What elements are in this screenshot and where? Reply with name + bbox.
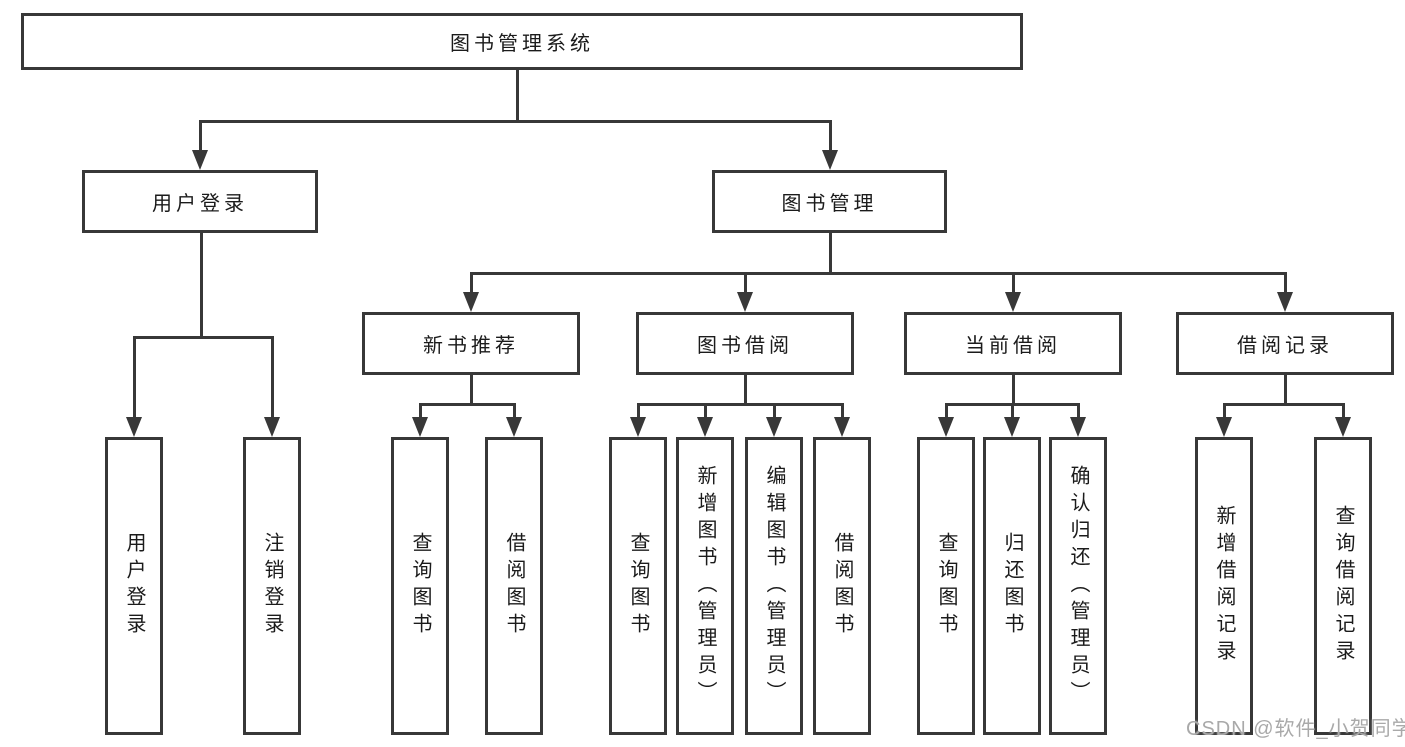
connector-line <box>1284 272 1287 293</box>
leaf-logout: 注销登录 <box>243 437 301 735</box>
leaf-user-login: 用户登录 <box>105 437 163 735</box>
node-book-management: 图书管理 <box>712 170 947 233</box>
leaf-label: 新增借阅记录 <box>1213 505 1235 667</box>
leaf-label: 查询图书 <box>935 532 957 640</box>
arrow-down-icon <box>938 417 954 437</box>
connector-line <box>829 120 832 151</box>
connector-line <box>199 120 202 151</box>
connector-line <box>1011 403 1014 418</box>
leaf-label: 查询借阅记录 <box>1332 505 1354 667</box>
connector-line <box>470 272 1287 275</box>
arrow-down-icon <box>1335 417 1351 437</box>
arrow-down-icon <box>1216 417 1232 437</box>
arrow-down-icon <box>1070 417 1086 437</box>
leaf-label: 注销登录 <box>261 532 283 640</box>
leaf-label: 借阅图书 <box>831 532 853 640</box>
connector-line <box>841 403 844 418</box>
leaf-recommend-query-book: 查询图书 <box>391 437 449 735</box>
node-user-login: 用户登录 <box>82 170 318 233</box>
leaf-label: 编辑图书（管理员） <box>763 464 785 708</box>
connector-line <box>945 403 948 418</box>
connector-line <box>271 336 274 418</box>
leaf-borrow-query-book: 查询图书 <box>609 437 667 735</box>
leaf-label: 新增图书（管理员） <box>694 464 716 708</box>
arrow-down-icon <box>1277 292 1293 312</box>
connector-line <box>1077 403 1080 418</box>
connector-line <box>1342 403 1345 418</box>
connector-line <box>744 375 747 406</box>
leaf-label: 确认归还（管理员） <box>1067 464 1089 708</box>
node-borrow-records: 借阅记录 <box>1176 312 1394 375</box>
connector-line <box>829 233 832 275</box>
leaf-label: 归还图书 <box>1001 532 1023 640</box>
leaf-label: 用户登录 <box>123 532 145 640</box>
arrow-down-icon <box>697 417 713 437</box>
connector-line <box>133 336 136 418</box>
arrow-down-icon <box>1005 292 1021 312</box>
arrow-down-icon <box>192 150 208 170</box>
arrow-down-icon <box>737 292 753 312</box>
leaf-current-return-book: 归还图书 <box>983 437 1041 735</box>
arrow-down-icon <box>412 417 428 437</box>
connector-line <box>200 233 203 339</box>
connector-line <box>419 403 422 418</box>
leaf-records-query-record: 查询借阅记录 <box>1314 437 1372 735</box>
connector-line <box>637 403 844 406</box>
arrow-down-icon <box>1004 417 1020 437</box>
connector-line <box>744 272 747 293</box>
arrow-down-icon <box>463 292 479 312</box>
leaf-label: 查询图书 <box>409 532 431 640</box>
connector-line <box>133 336 274 339</box>
arrow-down-icon <box>630 417 646 437</box>
connector-line <box>470 375 473 406</box>
leaf-records-add-record: 新增借阅记录 <box>1195 437 1253 735</box>
leaf-current-query-book: 查询图书 <box>917 437 975 735</box>
leaf-current-confirm-return-admin: 确认归还（管理员） <box>1049 437 1107 735</box>
arrow-down-icon <box>766 417 782 437</box>
arrow-down-icon <box>506 417 522 437</box>
arrow-down-icon <box>834 417 850 437</box>
connector-line <box>1223 403 1226 418</box>
arrow-down-icon <box>822 150 838 170</box>
watermark: CSDN @软件_小贺同学 <box>1186 718 1405 740</box>
connector-line <box>199 120 832 123</box>
connector-line <box>773 403 776 418</box>
leaf-borrow-borrow-book: 借阅图书 <box>813 437 871 735</box>
connector-line <box>1223 403 1345 406</box>
arrow-down-icon <box>126 417 142 437</box>
connector-line <box>1012 272 1015 293</box>
arrow-down-icon <box>264 417 280 437</box>
node-new-book-recommend: 新书推荐 <box>362 312 580 375</box>
connector-line <box>419 403 516 406</box>
leaf-label: 借阅图书 <box>503 532 525 640</box>
node-book-borrow: 图书借阅 <box>636 312 854 375</box>
leaf-label: 查询图书 <box>627 532 649 640</box>
connector-line <box>1012 375 1015 406</box>
leaf-borrow-add-book-admin: 新增图书（管理员） <box>676 437 734 735</box>
connector-line <box>704 403 707 418</box>
leaf-borrow-edit-book-admin: 编辑图书（管理员） <box>745 437 803 735</box>
connector-line <box>637 403 640 418</box>
connector-line <box>513 403 516 418</box>
leaf-recommend-borrow-book: 借阅图书 <box>485 437 543 735</box>
node-current-borrow: 当前借阅 <box>904 312 1122 375</box>
connector-line <box>1284 375 1287 406</box>
node-library-management-system: 图书管理系统 <box>21 13 1023 70</box>
connector-line <box>470 272 473 293</box>
connector-line <box>516 70 519 123</box>
